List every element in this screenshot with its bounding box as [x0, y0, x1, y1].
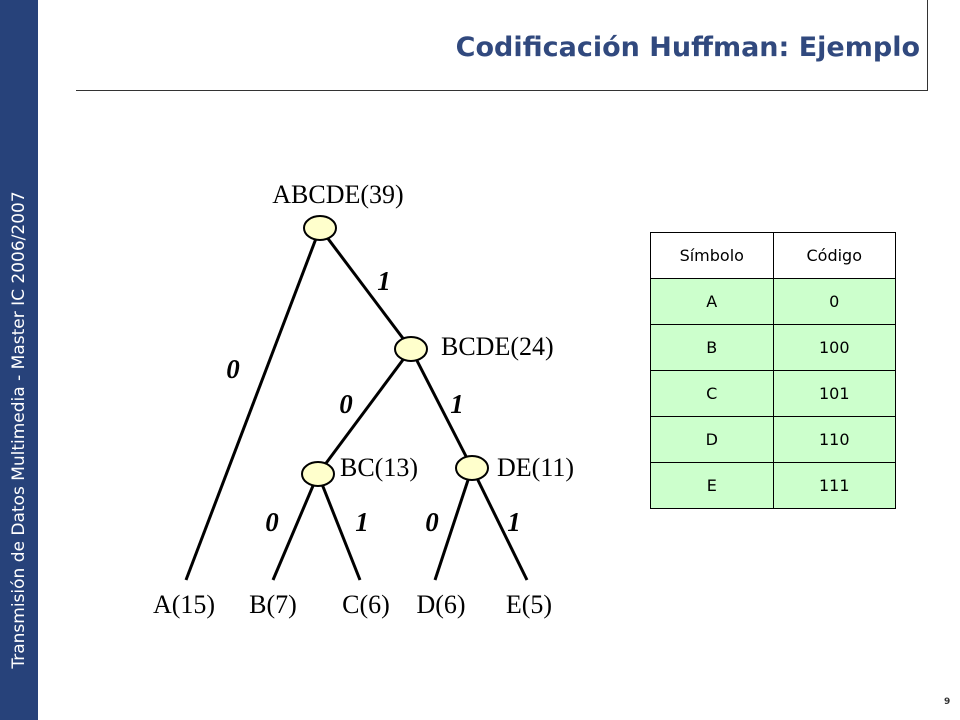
code-column-header: Código: [772, 232, 896, 279]
table-row: A 0: [650, 278, 896, 325]
table-row: D 110: [650, 416, 896, 463]
table-row: E 111: [650, 462, 896, 509]
node-label-bcde: BCDE(24): [441, 332, 554, 361]
node-label-de: DE(11): [497, 453, 574, 482]
edge-bit-label: 0: [425, 507, 439, 537]
edge-bit-label: 1: [507, 507, 521, 537]
code-table-header-row: Símbolo Código: [650, 232, 896, 279]
node-label-e: E(5): [506, 590, 552, 619]
tree-edge-bcde-de: [409, 348, 474, 469]
node-label-root: ABCDE(39): [272, 180, 403, 209]
code-cell: 101: [772, 370, 896, 417]
table-row: B 100: [650, 324, 896, 371]
node-label-b: B(7): [249, 590, 297, 619]
symbol-cell: B: [650, 324, 774, 371]
tree-edge-bc-c: [316, 473, 362, 581]
edge-bit-label: 0: [339, 389, 353, 419]
tree-node-bc: [301, 461, 335, 487]
node-label-a: A(15): [153, 590, 215, 619]
title-rule-horizontal: [76, 90, 928, 91]
sidebar: Transmisión de Datos Multimedia - Master…: [0, 0, 38, 720]
tree-node-bcde: [394, 336, 428, 362]
slide-title: Codificación Huffman: Ejemplo: [455, 32, 920, 63]
code-table: Símbolo Código A 0 B 100 C 101 D 110 E 1…: [650, 232, 896, 509]
code-cell: 110: [772, 416, 896, 463]
title-rule-vertical: [927, 0, 928, 91]
edge-bit-label: 1: [377, 266, 391, 296]
tree-edge-de-e: [470, 467, 529, 581]
code-cell: 100: [772, 324, 896, 371]
edge-bit-label: 0: [226, 354, 240, 384]
symbol-cell: C: [650, 370, 774, 417]
edge-bit-label: 0: [265, 507, 279, 537]
tree-edge-bc-b: [271, 473, 320, 581]
code-cell: 0: [772, 278, 896, 325]
table-row: C 101: [650, 370, 896, 417]
tree-edge-de-d: [433, 467, 474, 581]
edge-bit-label: 1: [355, 507, 369, 537]
symbol-cell: A: [650, 278, 774, 325]
tree-edge-bcde-bc: [316, 348, 413, 475]
symbol-column-header: Símbolo: [650, 232, 774, 279]
node-label-bc: BC(13): [340, 453, 418, 482]
tree-node-de: [455, 455, 489, 481]
node-label-c: C(6): [342, 590, 390, 619]
tree-edge-root-a: [184, 227, 322, 581]
node-label-d: D(6): [416, 590, 465, 619]
tree-edge-root-bcde: [318, 227, 413, 350]
code-cell: 111: [772, 462, 896, 509]
edge-bit-label: 1: [450, 389, 464, 419]
symbol-cell: E: [650, 462, 774, 509]
symbol-cell: D: [650, 416, 774, 463]
page-number: 9: [944, 697, 951, 707]
tree-node-root: [303, 215, 337, 241]
